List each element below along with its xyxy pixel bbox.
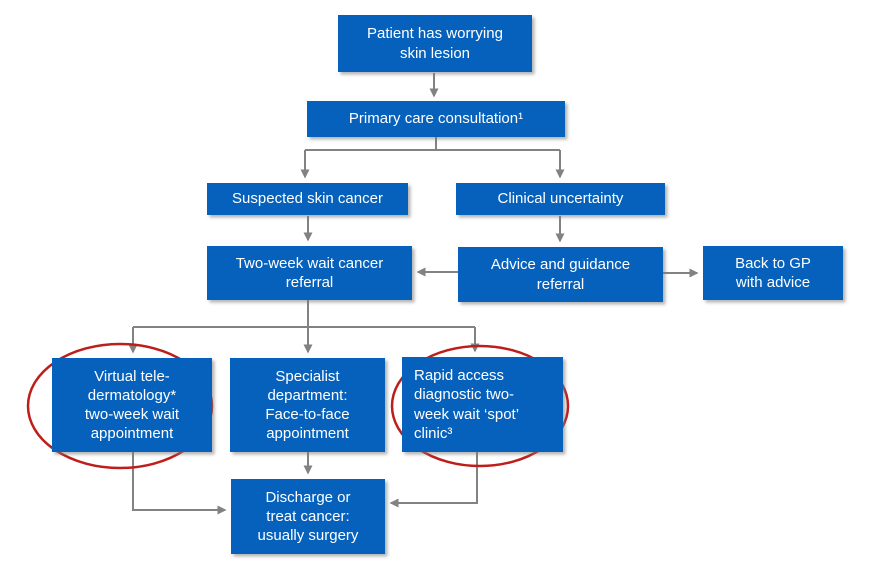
edge-rapid-discharge: [389, 452, 478, 508]
node-discharge-or-treat: Discharge or treat cancer: usually surge…: [231, 479, 385, 554]
node-specialist-department: Specialist department: Face-to-face appo…: [230, 358, 385, 452]
node-advice-guidance-referral: Advice and guidance referral: [458, 247, 663, 302]
edge-twoweek-stem: [133, 300, 475, 328]
node-clinical-uncertainty: Clinical uncertainty: [456, 183, 665, 215]
node-primary-care-consultation: Primary care consultation¹: [307, 101, 565, 137]
node-two-week-wait-referral: Two-week wait cancer referral: [207, 246, 412, 300]
edge-virtual-discharge: [132, 452, 227, 515]
node-back-to-gp: Back to GP with advice: [703, 246, 843, 300]
node-patient-worrying-lesion: Patient has worrying skin lesion: [338, 15, 532, 72]
node-suspected-skin-cancer: Suspected skin cancer: [207, 183, 408, 215]
node-virtual-teledermatology: Virtual tele- dermatology* two-week wait…: [52, 358, 212, 452]
edge-primary-stem: [305, 137, 560, 151]
node-rapid-access-spot-clinic: Rapid access diagnostic two- week wait ‘…: [402, 357, 563, 452]
